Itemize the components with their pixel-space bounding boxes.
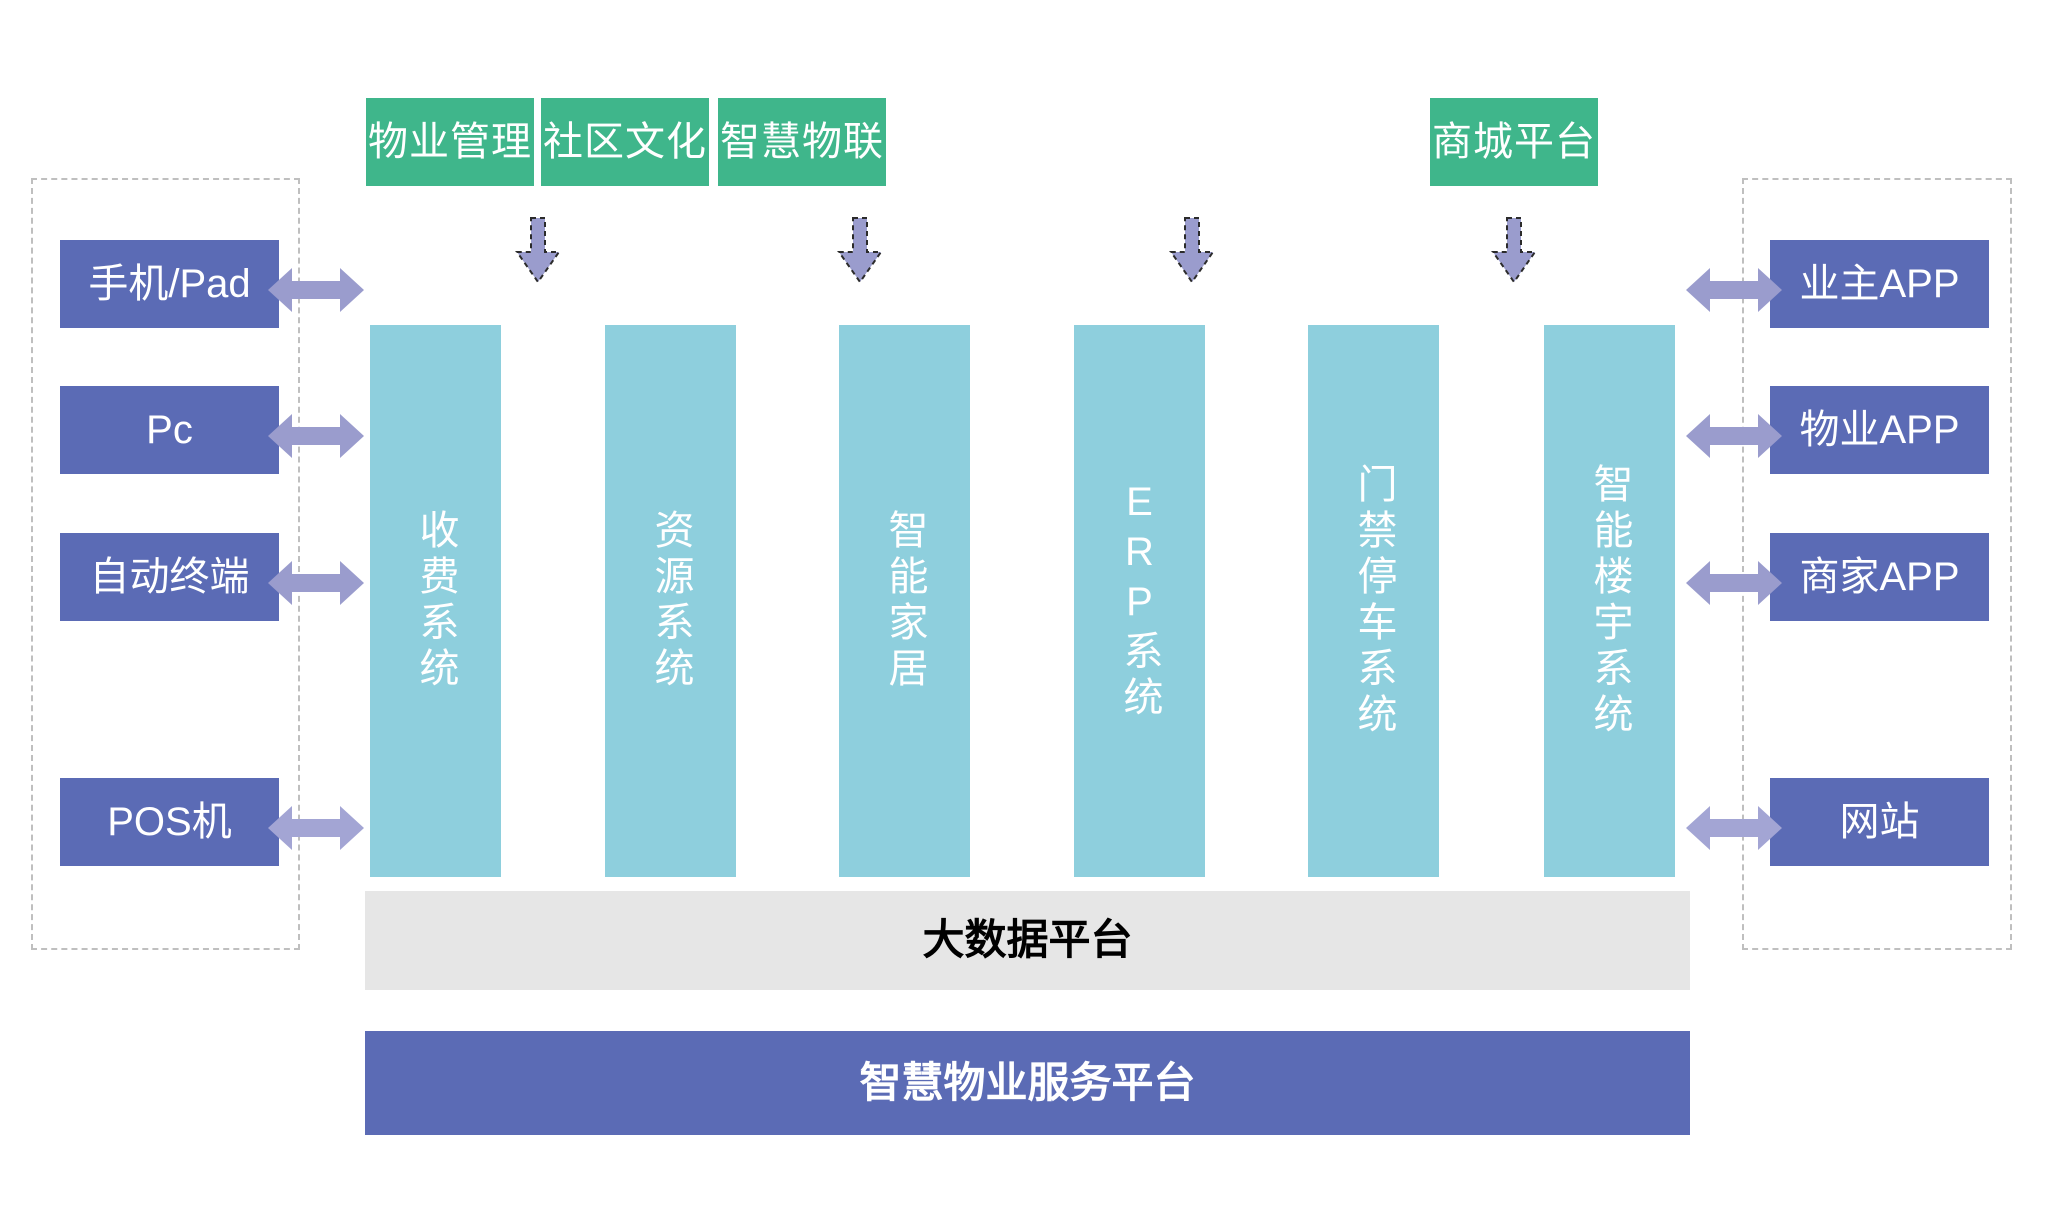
right-channel-owner-app[interactable]: 业主APP xyxy=(1770,240,1989,328)
system-column-label: 智能家居 xyxy=(882,509,927,693)
system-column-label: 收费系统 xyxy=(413,509,458,693)
left-bidirectional-arrow-icon-3 xyxy=(266,557,366,609)
system-column-label: 资源系统 xyxy=(648,509,693,693)
right-channel-label: 商家APP xyxy=(1799,555,1960,599)
big-data-platform-label: 大数据平台 xyxy=(922,916,1133,964)
left-bidirectional-arrow-icon-2 xyxy=(266,410,366,462)
big-data-platform-bar[interactable]: 大数据平台 xyxy=(365,891,1690,990)
left-terminal-pos[interactable]: POS机 xyxy=(60,778,279,866)
left-terminal-phone-pad[interactable]: 手机/Pad xyxy=(60,240,279,328)
system-column-label: ERP系统 xyxy=(1117,480,1162,722)
top-module-wuye-guanli[interactable]: 物业管理 xyxy=(366,98,534,186)
system-column-smart-home[interactable]: 智能家居 xyxy=(839,325,970,877)
right-channel-label: 物业APP xyxy=(1799,408,1960,452)
left-bidirectional-arrow-icon-4 xyxy=(266,802,366,854)
left-terminal-label: 手机/Pad xyxy=(88,262,251,306)
left-bidirectional-arrow-icon-1 xyxy=(266,264,366,316)
system-column-access-parking[interactable]: 门禁停车系统 xyxy=(1308,325,1439,877)
right-channel-merchant-app[interactable]: 商家APP xyxy=(1770,533,1989,621)
down-arrow-icon-2 xyxy=(836,216,884,284)
left-terminal-label: POS机 xyxy=(107,800,232,844)
top-module-label: 商城平台 xyxy=(1432,120,1596,164)
left-terminal-label: Pc xyxy=(146,408,193,452)
system-column-label: 智能楼宇系统 xyxy=(1587,463,1632,739)
top-module-shangcheng-pingtai[interactable]: 商城平台 xyxy=(1430,98,1598,186)
right-channel-website[interactable]: 网站 xyxy=(1770,778,1989,866)
down-arrow-icon-4 xyxy=(1490,216,1538,284)
top-module-shequ-wenhua[interactable]: 社区文化 xyxy=(541,98,709,186)
top-module-label: 智慧物联 xyxy=(720,120,884,164)
left-terminal-self-service[interactable]: 自动终端 xyxy=(60,533,279,621)
left-terminal-pc[interactable]: Pc xyxy=(60,386,279,474)
service-platform-bar[interactable]: 智慧物业服务平台 xyxy=(365,1031,1690,1135)
down-arrow-icon-1 xyxy=(514,216,562,284)
system-column-charging[interactable]: 收费系统 xyxy=(370,325,501,877)
left-terminals-group-frame xyxy=(31,178,300,950)
right-bidirectional-arrow-icon-3 xyxy=(1684,557,1784,609)
service-platform-label: 智慧物业服务平台 xyxy=(859,1058,1196,1106)
right-bidirectional-arrow-icon-4 xyxy=(1684,802,1784,854)
down-arrow-icon-3 xyxy=(1168,216,1216,284)
right-bidirectional-arrow-icon-2 xyxy=(1684,410,1784,462)
top-module-label: 物业管理 xyxy=(368,120,532,164)
system-column-label: 门禁停车系统 xyxy=(1351,463,1396,739)
left-terminal-label: 自动终端 xyxy=(89,555,250,599)
top-module-zhihui-wulian[interactable]: 智慧物联 xyxy=(718,98,886,186)
system-column-smart-building[interactable]: 智能楼宇系统 xyxy=(1544,325,1675,877)
system-column-erp[interactable]: ERP系统 xyxy=(1074,325,1205,877)
system-column-resource[interactable]: 资源系统 xyxy=(605,325,736,877)
right-channel-label: 业主APP xyxy=(1799,262,1960,306)
right-channel-property-app[interactable]: 物业APP xyxy=(1770,386,1989,474)
top-module-label: 社区文化 xyxy=(543,120,707,164)
right-channel-label: 网站 xyxy=(1839,800,1920,844)
right-bidirectional-arrow-icon-1 xyxy=(1684,264,1784,316)
right-channels-group-frame xyxy=(1742,178,2012,950)
